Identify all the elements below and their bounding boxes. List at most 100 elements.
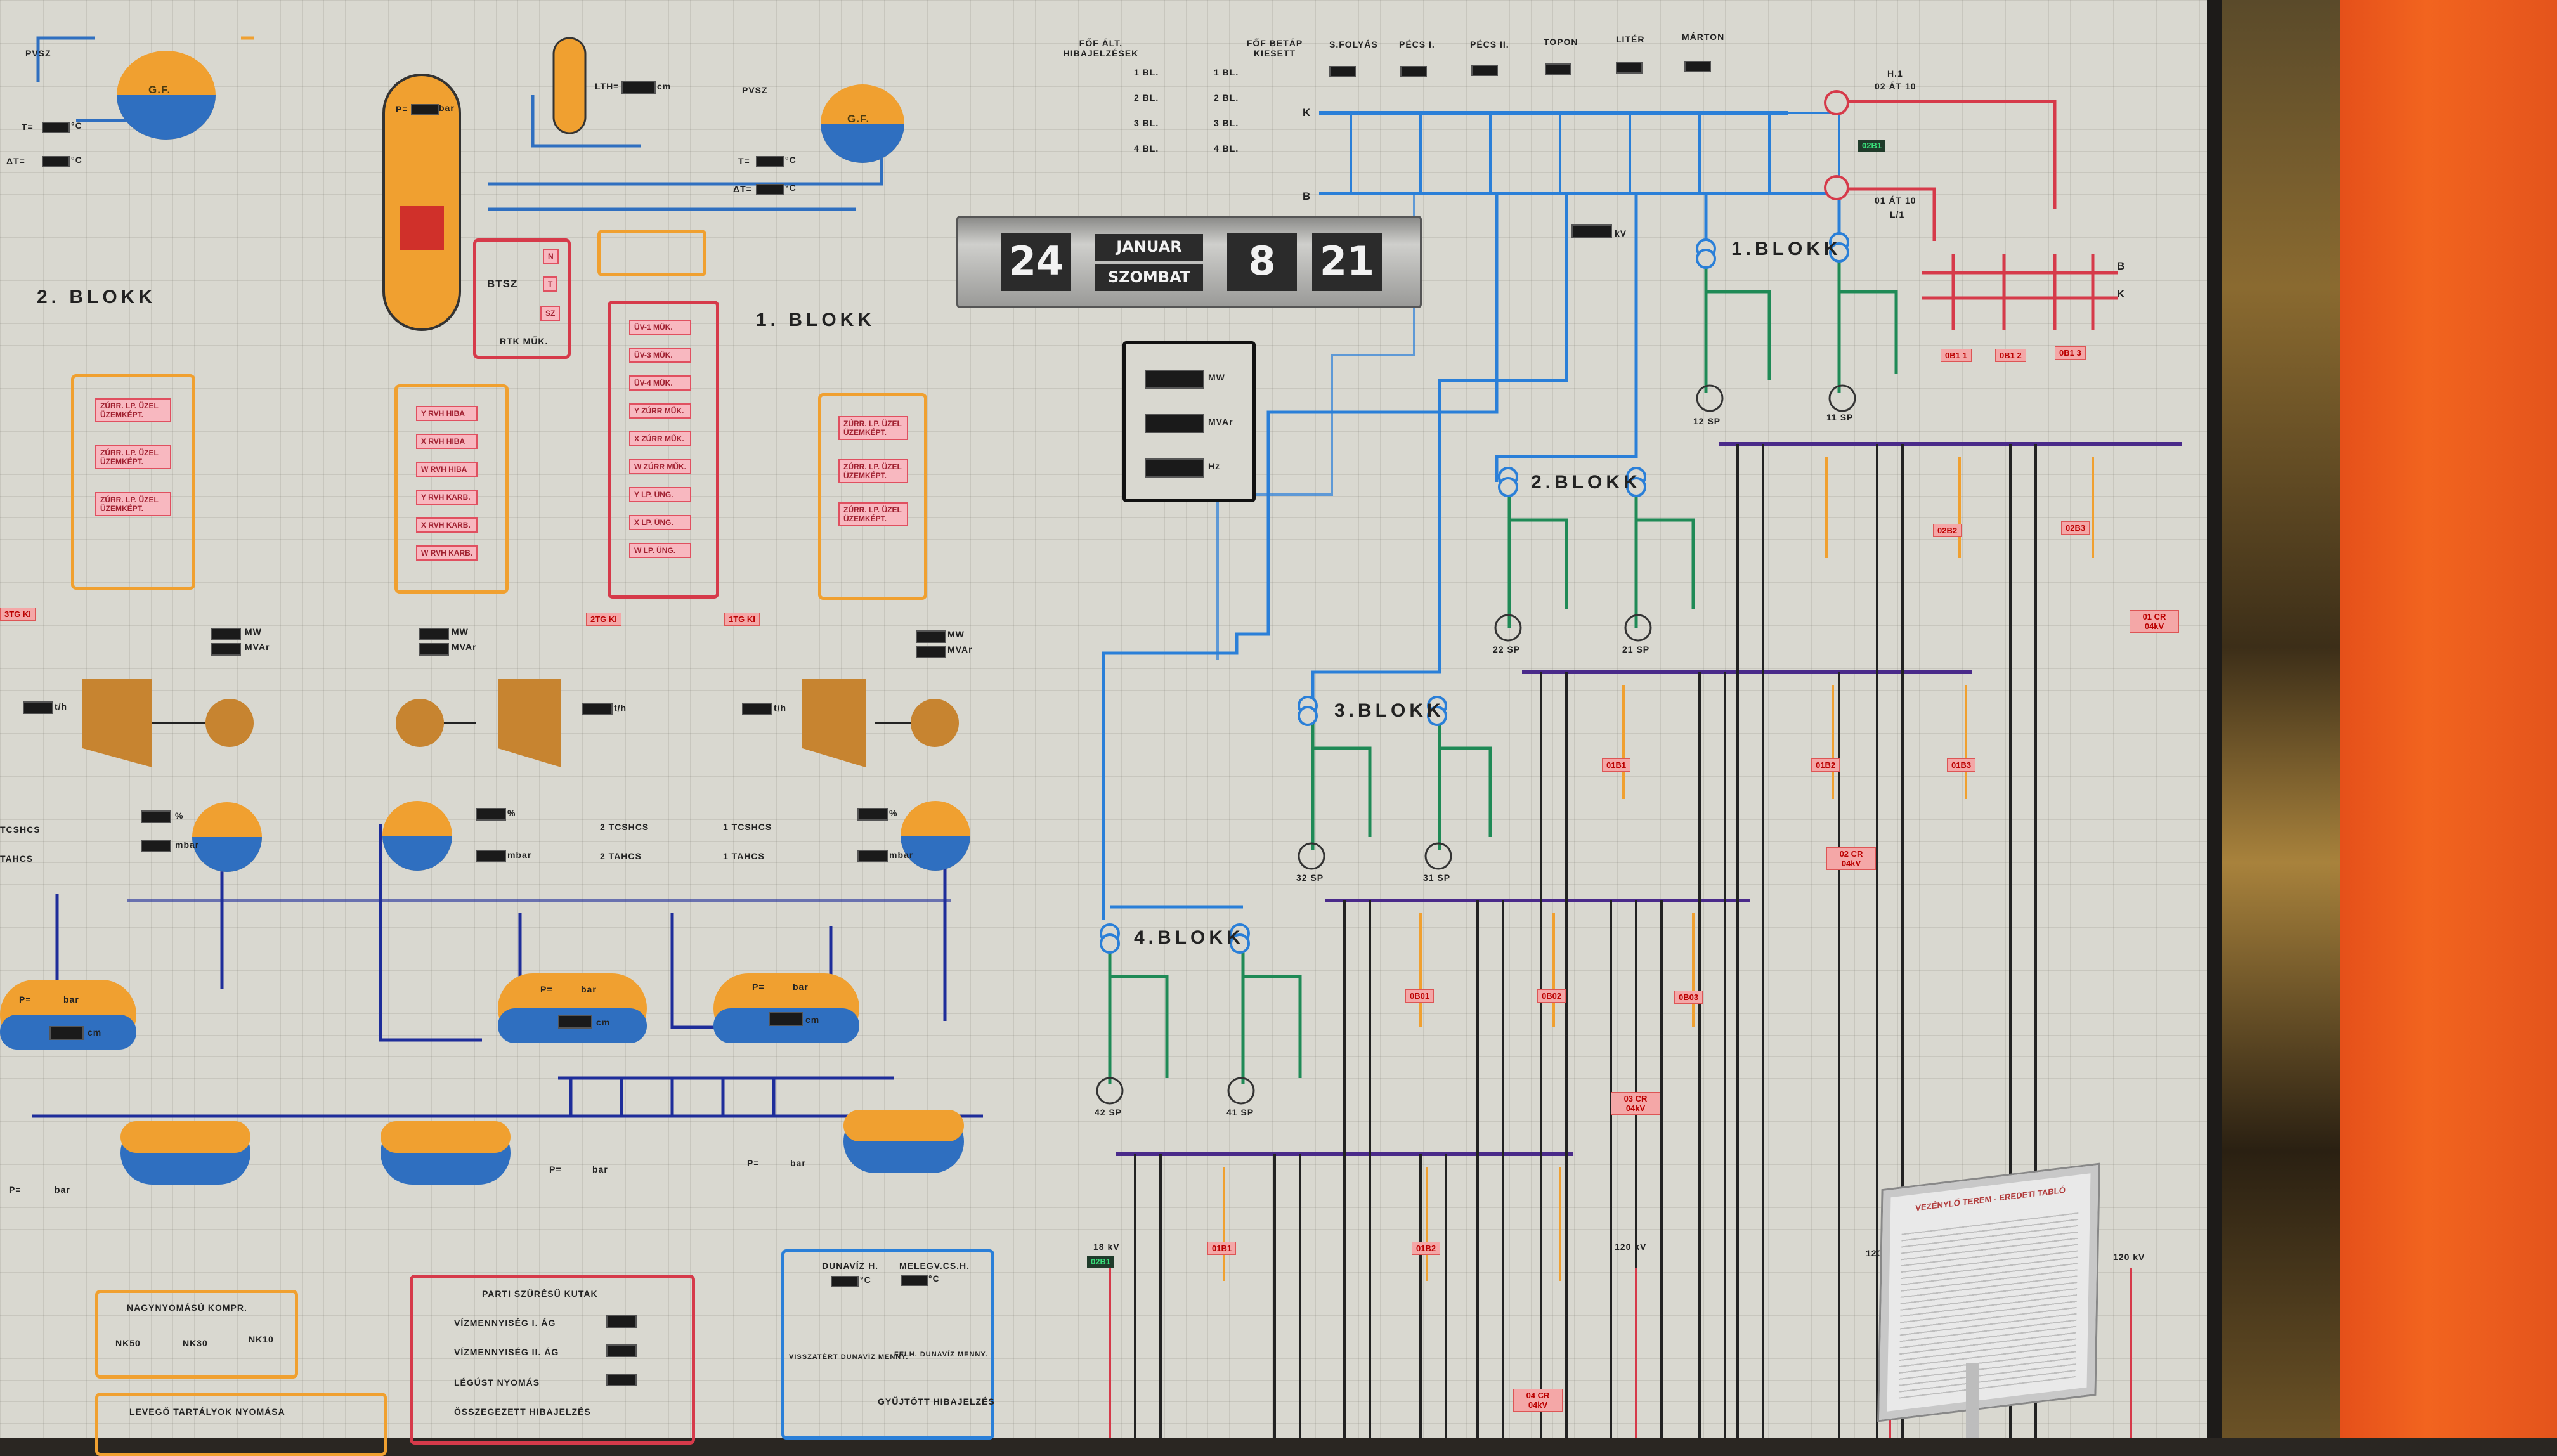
tg-label: 2TG KI bbox=[586, 613, 621, 626]
green-breaker-label: 02B1 bbox=[1087, 1256, 1115, 1268]
meleg-label: MELEGV.CS.H. bbox=[899, 1261, 970, 1271]
lt-label: L/1 bbox=[1890, 209, 1905, 219]
felh-label: FELH. DUNAVÍZ MENNY. bbox=[894, 1351, 988, 1358]
kv-unit: kV bbox=[1615, 228, 1627, 238]
alarm-item: ZÚRR. LP. ÜZEL ÜZEMKÉPT. bbox=[838, 416, 908, 440]
alarm-item: ÜV-1 MŰK. bbox=[629, 320, 691, 335]
gyujt-label: GYŰJTÖTT HIBAJELZÉS bbox=[878, 1396, 995, 1407]
drum-l-display bbox=[49, 1026, 84, 1040]
btsz-title: BTSZ bbox=[487, 278, 518, 290]
generator-label: 32 SP bbox=[1296, 873, 1324, 883]
nk-label: NK10 bbox=[249, 1334, 274, 1344]
drum-p-label: P= bbox=[752, 982, 765, 992]
tchs-label: 1 TAHCS bbox=[723, 851, 765, 861]
drum-l-unit: cm bbox=[88, 1027, 102, 1037]
tchs-label: 2 TCSHCS bbox=[600, 822, 649, 832]
heater-p-label: P= bbox=[747, 1158, 760, 1168]
kv18-label: 18 kV bbox=[1093, 1242, 1120, 1252]
parti-title: PARTI SZŰRÉSŰ KUTAK bbox=[482, 1289, 598, 1299]
tg3-flow-unit: t/h bbox=[55, 701, 68, 712]
generator-label: 22 SP bbox=[1493, 644, 1521, 654]
dunaviz-box bbox=[781, 1249, 994, 1440]
bl-item: 3 BL. bbox=[1214, 118, 1239, 128]
cond-display bbox=[857, 808, 888, 821]
drum-p-unit: bar bbox=[581, 984, 597, 994]
bl-list-right: 1 BL. 2 BL. 3 BL. 4 BL. bbox=[1214, 67, 1239, 153]
generator-label: 11 SP bbox=[1826, 412, 1854, 422]
dt-right-display bbox=[756, 184, 784, 195]
kv120-label: 120 kV bbox=[2113, 1252, 2145, 1262]
cond-unit: mbar bbox=[889, 850, 914, 860]
info-placard: VEZÉNYLŐ TEREM - EREDETI TABLÓ bbox=[1879, 1164, 2098, 1420]
cond-display bbox=[857, 850, 888, 862]
cond-display bbox=[141, 840, 171, 852]
cond-unit: mbar bbox=[175, 840, 200, 850]
schematic-lines bbox=[0, 36, 2182, 1438]
drum-l-display bbox=[558, 1015, 592, 1029]
breaker-label: 01B2 bbox=[1412, 1242, 1441, 1255]
cr-label: 03 CR 04kV bbox=[1611, 1092, 1660, 1115]
alarm-item: ZÚRR. LP. ÜZEL ÜZEMKÉPT. bbox=[838, 502, 908, 526]
right-alarm-box bbox=[818, 393, 927, 600]
legus-display bbox=[606, 1374, 637, 1386]
clock-weekday: SZOMBAT bbox=[1095, 264, 1203, 291]
drum-l-unit: cm bbox=[805, 1015, 820, 1025]
fof-alt-label: FŐF ÁLT. HIBAJELZÉSEK bbox=[1063, 38, 1139, 58]
alarm-item: ÜV-4 MŰK. bbox=[629, 375, 691, 391]
cond-unit: % bbox=[175, 810, 184, 821]
orange-wall bbox=[2340, 0, 2557, 1438]
bl-item: 2 BL. bbox=[1134, 93, 1159, 103]
generator-label: 21 SP bbox=[1622, 644, 1650, 654]
alarm-item: X RVH HIBA bbox=[416, 434, 478, 449]
t-left-display bbox=[42, 122, 70, 133]
alarm-item: ÜV-3 MŰK. bbox=[629, 348, 691, 363]
lth-unit: cm bbox=[657, 81, 672, 91]
dt-left-display bbox=[42, 156, 70, 167]
breaker-label: 01B1 bbox=[1207, 1242, 1237, 1255]
visszatert-label: VISSZATÉRT DUNAVÍZ MENNY. bbox=[789, 1353, 909, 1361]
breaker-label: 0B01 bbox=[1405, 989, 1435, 1003]
heater-p-unit: bar bbox=[55, 1185, 70, 1195]
dt-left-unit: °C bbox=[71, 155, 82, 165]
drum-p-label: P= bbox=[19, 994, 32, 1004]
cr-label: 02 CR 04kV bbox=[1826, 847, 1876, 870]
breaker-label: 0B1 1 bbox=[1941, 349, 1972, 362]
breaker-label: 02B3 bbox=[2061, 521, 2090, 535]
tg1-flow-display bbox=[742, 703, 772, 715]
tg1-mw-display bbox=[916, 630, 946, 643]
breaker-label: 01B3 bbox=[1947, 758, 1976, 772]
bl-item: 4 BL. bbox=[1134, 143, 1159, 153]
station-mw-display bbox=[1545, 63, 1571, 75]
tg3-mvar-display bbox=[211, 643, 241, 656]
tchs-label: TCSHCS bbox=[0, 824, 41, 835]
alarm-item: Y RVH KARB. bbox=[416, 490, 478, 505]
placard-stand bbox=[1966, 1363, 1979, 1438]
bus-b-label: B bbox=[1303, 190, 1311, 202]
nagynyomasu-box bbox=[95, 1290, 298, 1379]
t-label-right: T= bbox=[738, 156, 750, 166]
breaker-label: 01B2 bbox=[1811, 758, 1840, 772]
heater-p-label: P= bbox=[9, 1185, 22, 1195]
left-alarm-box bbox=[71, 374, 195, 590]
tg1-mvar-unit: MVAr bbox=[947, 644, 973, 654]
cond-unit: mbar bbox=[507, 850, 532, 860]
hz-unit: Hz bbox=[1208, 461, 1221, 471]
tg2-mw-display bbox=[419, 628, 449, 640]
alarm-item: X ZÚRR MŰK. bbox=[629, 431, 691, 446]
alarm-item: ZÚRR. LP. ÜZEL ÜZEMKÉPT. bbox=[95, 492, 171, 516]
generator-label: 42 SP bbox=[1095, 1107, 1122, 1117]
fof-betap-label: FŐF BETÁP KIESETT bbox=[1246, 38, 1303, 58]
levego-box bbox=[95, 1393, 387, 1456]
meleg-unit: °C bbox=[928, 1273, 940, 1284]
alarm-item: ZÚRR. LP. ÜZEL ÜZEMKÉPT. bbox=[95, 445, 171, 469]
alarm-item: X LP. ÜNG. bbox=[629, 515, 691, 530]
mvar-display bbox=[1145, 414, 1204, 433]
mw-unit: MW bbox=[1208, 372, 1225, 382]
title-blokk-3-sp: 3.BLOKK bbox=[1334, 700, 1445, 721]
title-blokk-1-sp: 1.BLOKK bbox=[1731, 238, 1842, 259]
drum-l-unit: cm bbox=[596, 1017, 611, 1027]
station-mw-display bbox=[1400, 66, 1427, 77]
clock-hour: 8 bbox=[1227, 233, 1297, 291]
t-label-left: T= bbox=[22, 122, 34, 132]
vizm2-display bbox=[606, 1344, 637, 1357]
